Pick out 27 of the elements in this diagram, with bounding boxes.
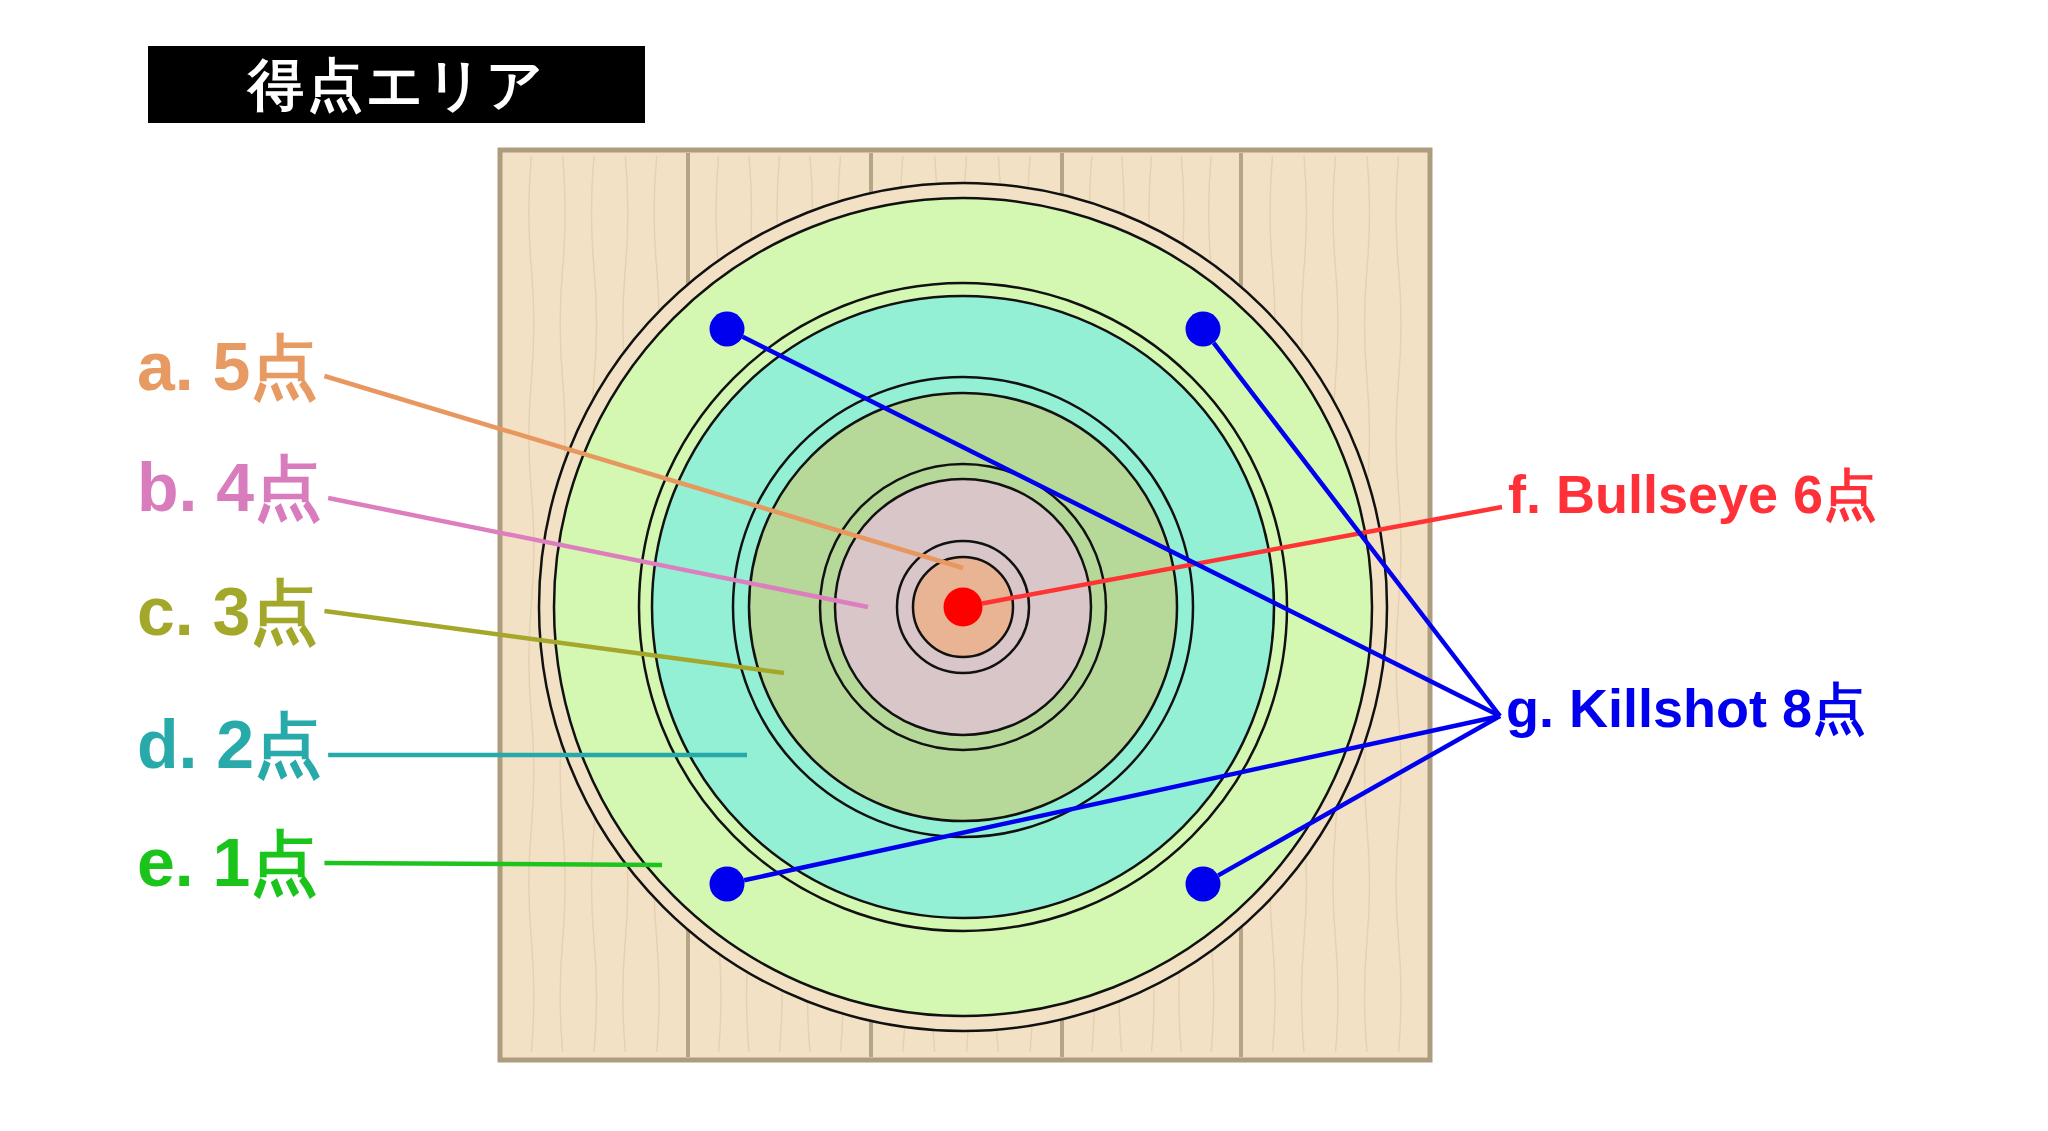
- leader-line: [1217, 714, 1502, 878]
- score-ring: [833, 477, 1093, 737]
- leader-line: [981, 504, 1503, 606]
- center-circle: [911, 555, 1015, 659]
- score-ring: [650, 294, 1276, 920]
- score-ring: [747, 391, 1179, 823]
- score-label: a. 5点: [137, 328, 319, 404]
- killshot-dot: [1185, 866, 1221, 902]
- score-label: g. Killshot 8点: [1506, 679, 1867, 739]
- score-label: f. Bullseye 6点: [1508, 465, 1878, 525]
- score-label: c. 3点: [137, 573, 319, 649]
- leader-line: [323, 373, 964, 571]
- score-label: d. 2点: [137, 706, 323, 782]
- killshot-dot: [709, 866, 745, 902]
- leader-line: [324, 860, 662, 868]
- leader-line: [327, 495, 869, 610]
- title-banner: 得点エリア: [148, 46, 645, 123]
- killshot-dot: [1185, 311, 1221, 347]
- score-label: e. 1点: [137, 824, 319, 900]
- leader-line: [324, 608, 785, 676]
- score-ring: [552, 196, 1374, 1018]
- bullseye-dot: [943, 587, 983, 627]
- leader-line: [328, 752, 747, 758]
- leader-line: [743, 713, 1501, 883]
- score-label: b. 4点: [137, 449, 323, 525]
- leader-line: [1211, 341, 1502, 718]
- killshot-dot: [709, 311, 745, 347]
